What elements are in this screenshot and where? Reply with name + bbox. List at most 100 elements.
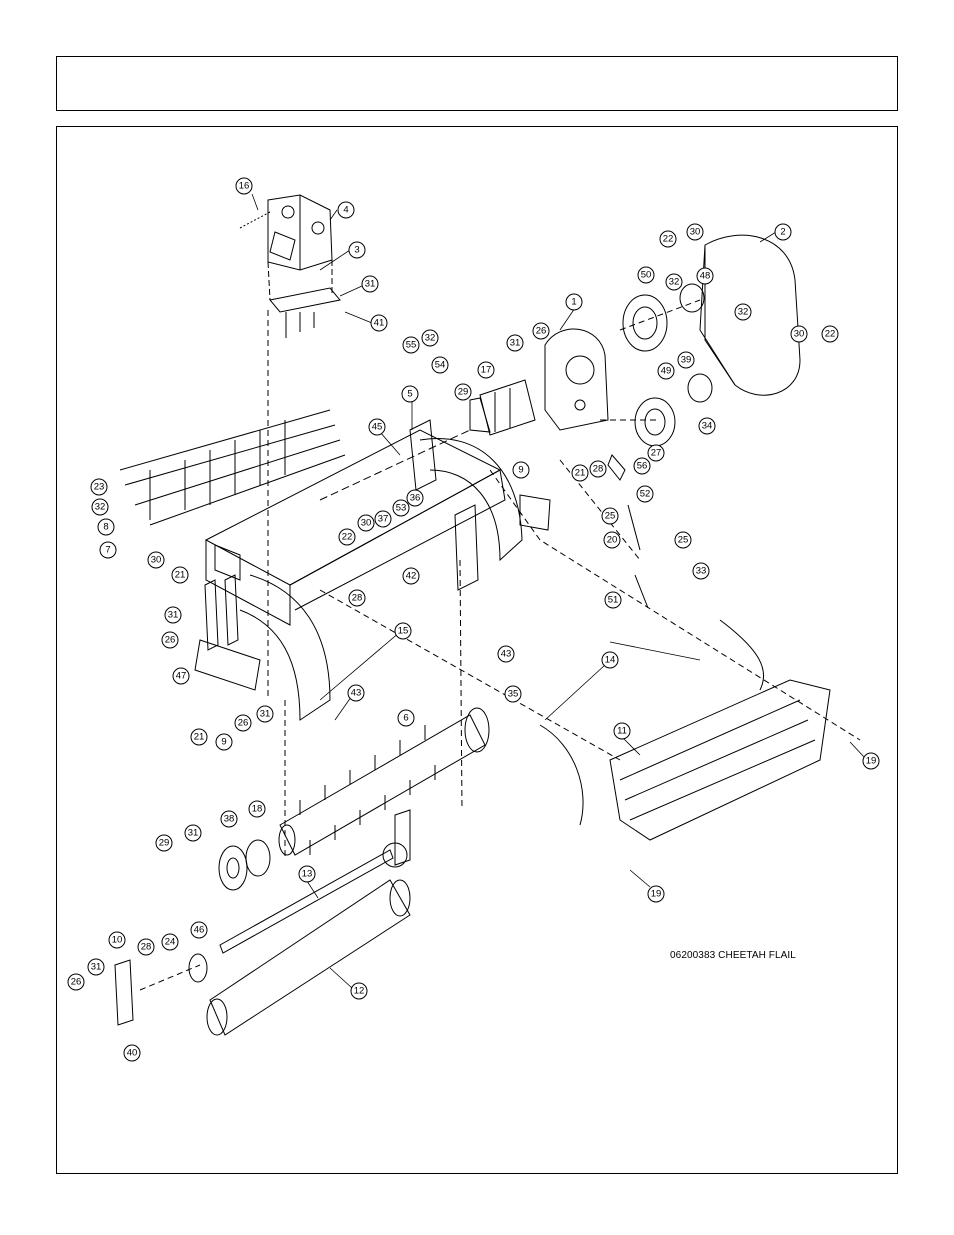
flail-rods [119,409,346,526]
callout-balloon: 1 [565,293,583,311]
callout-balloon: 45 [368,418,386,436]
diagram-box [56,126,898,1174]
callout-number: 26 [536,326,547,337]
callout-number: 21 [175,570,186,581]
callout-number: 37 [378,514,389,525]
callout-number: 47 [176,671,187,682]
callout-number: 48 [700,271,711,282]
callout-balloon: 14 [601,651,619,669]
callout-number: 28 [352,593,363,604]
callout-number: 7 [105,545,110,556]
callout-number: 9 [221,737,226,748]
callout-balloon: 18 [248,800,266,818]
callout-balloon: 6 [397,709,415,727]
callout-balloon: 51 [604,591,622,609]
callout-number: 15 [398,626,409,637]
callout-balloon: 31 [256,705,274,723]
callout-number: 3 [354,245,359,256]
callout-number: 25 [678,535,689,546]
callout-balloon: 43 [347,684,365,702]
callout-number: 55 [406,340,417,351]
callout-balloon: 28 [137,938,155,956]
callout-balloon: 53 [392,499,410,517]
callout-balloon: 23 [90,478,108,496]
callout-number: 32 [669,277,680,288]
callout-number: 53 [396,503,407,514]
callout-balloon: 38 [220,810,238,828]
callout-number: 33 [696,566,707,577]
main-frame [204,419,523,721]
callout-number: 30 [794,329,805,340]
callout-number: 27 [651,448,662,459]
callout-balloon: 47 [172,667,190,685]
callout-number: 24 [165,937,176,948]
callout-balloon: 32 [665,273,683,291]
callout-balloon: 26 [161,631,179,649]
callout-number: 18 [252,804,263,815]
callout-balloon: 30 [147,551,165,569]
header-box [56,56,898,111]
callout-number: 19 [651,889,662,900]
callout-balloon: 37 [374,510,392,528]
callout-number: 13 [302,869,313,880]
callout-balloon: 32 [421,329,439,347]
callout-number: 32 [95,502,106,513]
callout-number: 11 [617,726,627,737]
callout-number: 9 [518,465,523,476]
tension-rod [607,454,649,609]
callout-balloon: 28 [348,589,366,607]
callout-balloon: 39 [677,351,695,369]
callout-number: 29 [458,387,469,398]
callout-number: 4 [343,205,348,216]
callout-balloon: 48 [696,267,714,285]
callout-balloon: 21 [171,566,189,584]
callout-balloon: 50 [637,266,655,284]
callout-number: 20 [607,535,618,546]
callout-balloon: 12 [350,982,368,1000]
callout-number: 41 [374,318,385,329]
rear-roller [206,842,411,1036]
callout-balloon: 30 [790,325,808,343]
callout-balloon: 46 [190,921,208,939]
callout-balloon: 43 [497,645,515,663]
diagram-caption: 06200383 CHEETAH FLAIL [670,950,796,961]
callout-balloon: 25 [601,507,619,525]
callout-balloon: 22 [338,528,356,546]
callout-number: 45 [372,422,383,433]
callout-number: 42 [406,571,417,582]
callout-number: 31 [91,962,102,973]
callout-balloon: 15 [394,622,412,640]
callout-number: 30 [151,555,162,566]
callout-balloon: 54 [431,356,449,374]
assembly-lines [139,299,861,991]
callout-balloon: 24 [161,933,179,951]
callout-number: 28 [141,942,152,953]
callout-number: 38 [224,814,235,825]
callout-number: 30 [690,227,701,238]
callout-balloon: 19 [647,885,665,903]
callout-group: 1 6 4 3 31 41 2 22 30 32 48 32 30 22 50 1… [67,177,880,1062]
callout-balloon: 7 [99,541,117,559]
callout-number: 51 [608,595,619,606]
callout-number: 32 [425,333,436,344]
callout-balloon: 2 [774,223,792,241]
callout-number: 21 [575,468,586,479]
callout-number: 46 [194,925,205,936]
callout-number: 1 [571,297,576,308]
callout-number: 32 [738,307,749,318]
callout-balloon: 31 [164,606,182,624]
callout-balloon: 31 [361,275,379,293]
callout-balloon: 42 [402,567,420,585]
callout-number: 22 [825,329,836,340]
callout-balloon: 29 [454,383,472,401]
callout-number: 25 [605,511,616,522]
callout-balloon: 20 [603,531,621,549]
callout-number: 31 [260,709,271,720]
callout-number: 31 [365,279,376,290]
callout-number: 56 [637,461,648,472]
callout-balloon: 40 [123,1044,141,1062]
callout-balloon: 10 [108,931,126,949]
callout-number: 19 [866,756,877,767]
callout-number: 31 [510,338,521,349]
callout-number: 30 [361,518,372,529]
